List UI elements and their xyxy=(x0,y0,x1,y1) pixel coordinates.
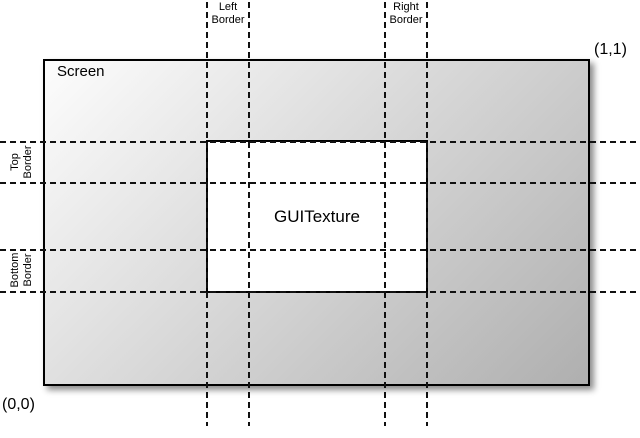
top-border-label-line2: Border xyxy=(22,145,34,179)
left-border-label: Left Border xyxy=(206,1,250,27)
coordinate-label-origin: (0,0) xyxy=(2,396,35,413)
left-border-label-line2: Border xyxy=(211,14,245,26)
guide-line-right-border-inset xyxy=(384,2,386,426)
guide-line-texture-top-edge xyxy=(0,141,636,143)
guitexture-rect: GUITexture xyxy=(206,140,428,293)
guide-line-texture-left-edge xyxy=(206,2,208,426)
top-border-label-line1: Top xyxy=(9,153,21,171)
screen-label: Screen xyxy=(57,63,105,80)
guide-line-top-border-inset xyxy=(0,182,636,184)
bottom-border-label: Bottom Border xyxy=(9,248,35,292)
top-border-label: Top Border xyxy=(9,140,35,184)
guide-line-bottom-border-inset xyxy=(0,249,636,251)
bottom-border-label-line1: Bottom xyxy=(9,252,21,288)
left-border-label-line1: Left xyxy=(218,1,238,13)
guitexture-label: GUITexture xyxy=(274,206,360,226)
right-border-label: Right Border xyxy=(384,1,428,27)
coordinate-label-top-right: (1,1) xyxy=(594,41,627,58)
right-border-label-line1: Right xyxy=(393,1,419,13)
guide-line-texture-right-edge xyxy=(426,2,428,426)
guide-line-left-border-inset xyxy=(248,2,250,426)
bottom-border-label-line2: Border xyxy=(22,253,34,287)
right-border-label-line2: Border xyxy=(389,14,423,26)
guide-line-texture-bottom-edge xyxy=(0,291,636,293)
